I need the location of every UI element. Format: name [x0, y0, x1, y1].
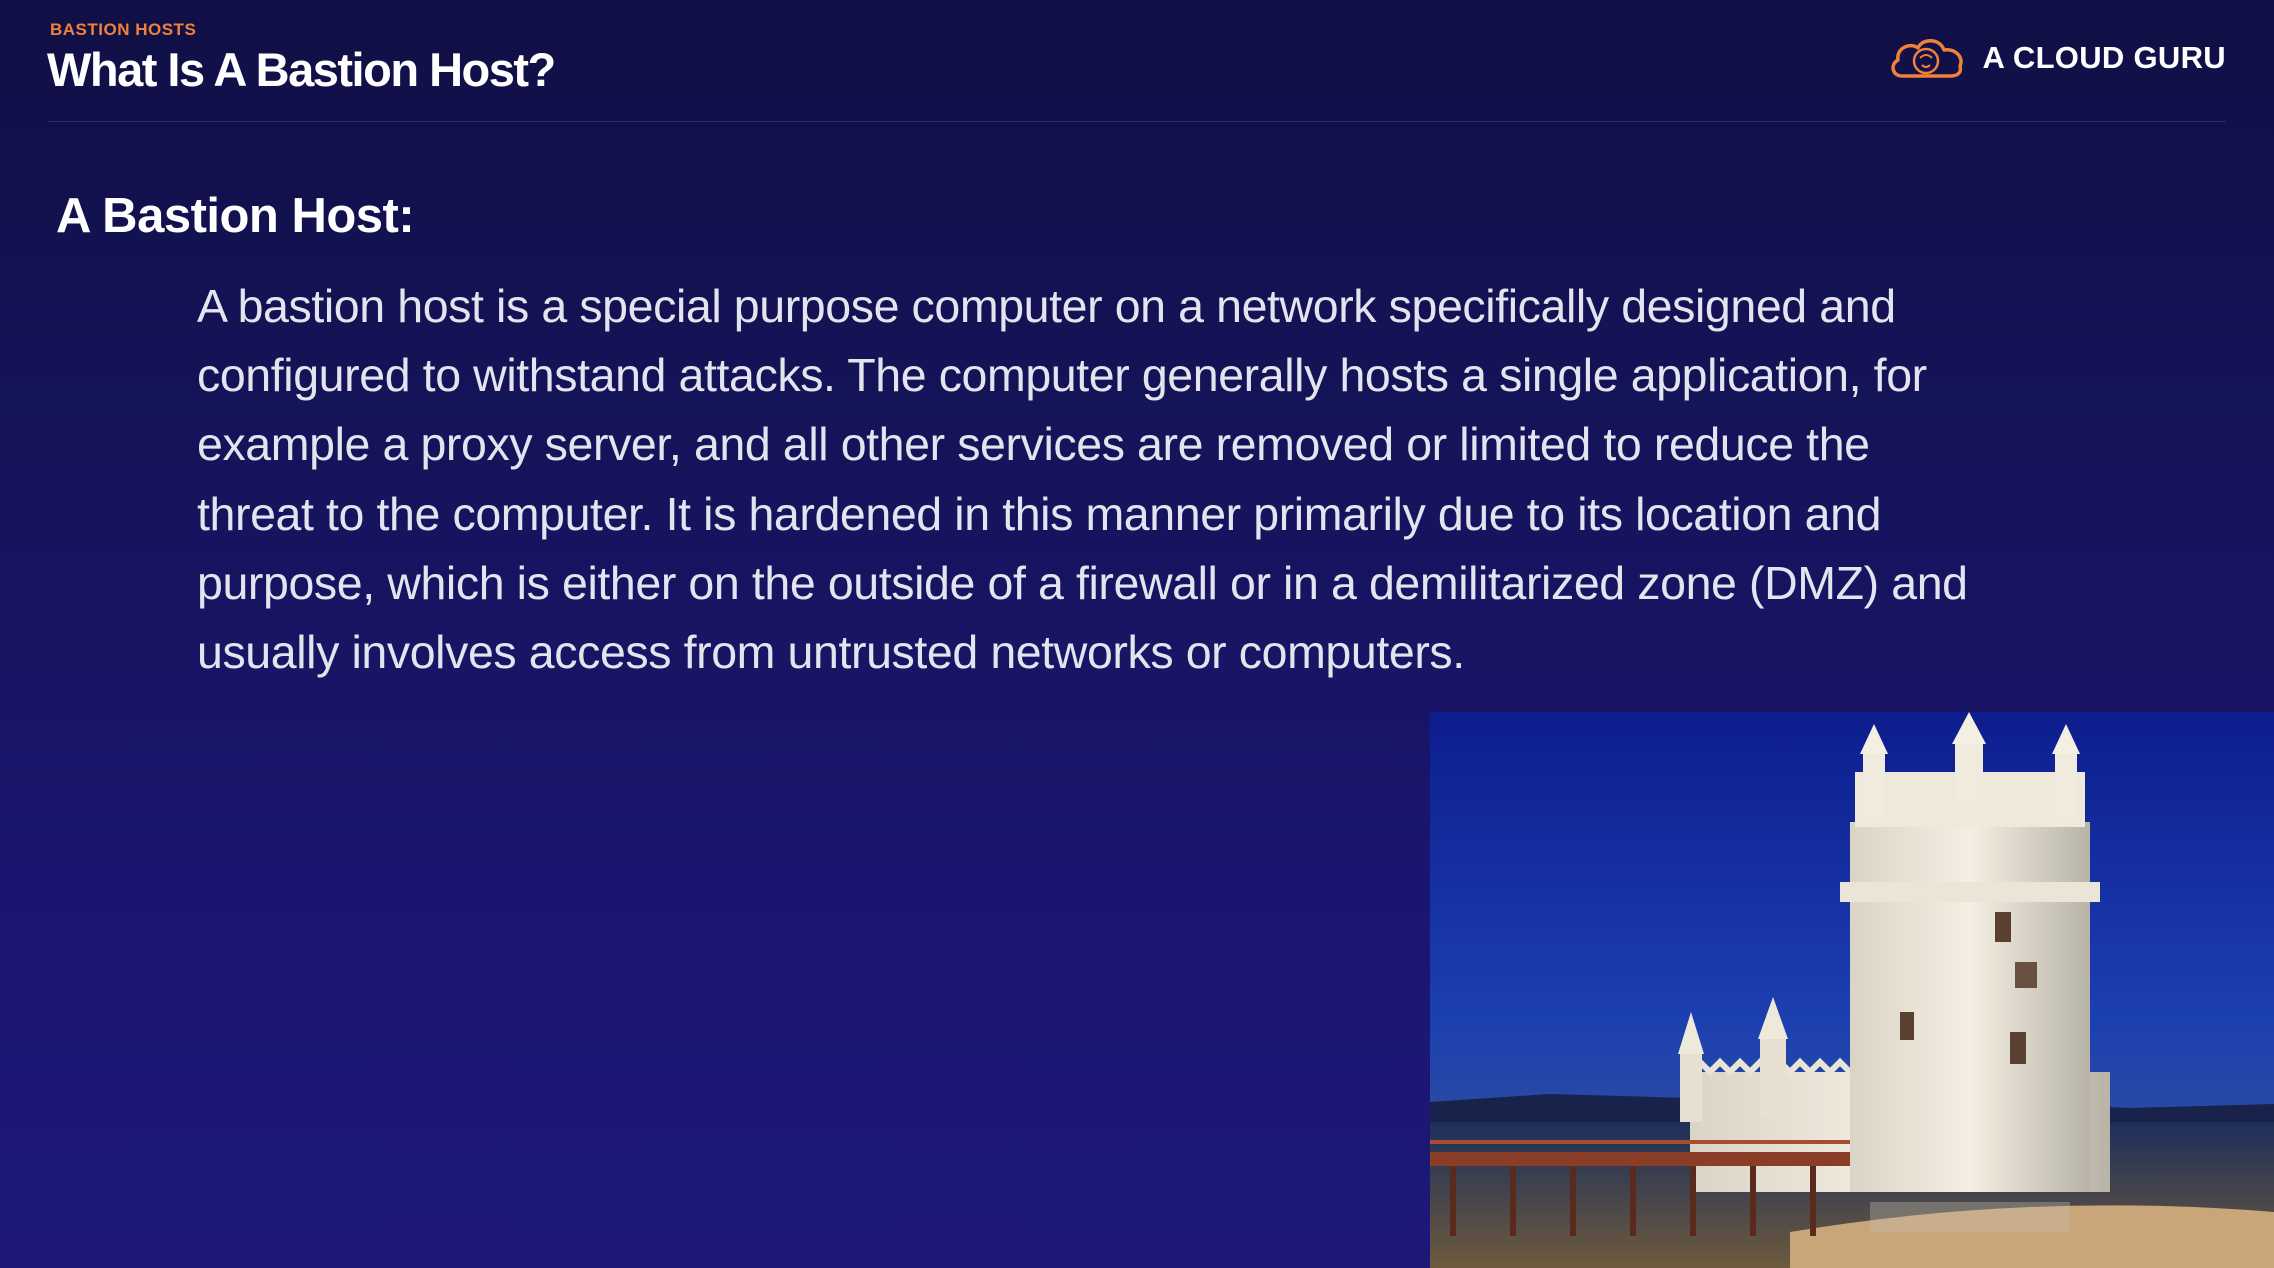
cloud-logo-icon [1891, 39, 1964, 78]
section-heading: A Bastion Host: [56, 189, 415, 243]
section-eyebrow: BASTION HOSTS [50, 20, 197, 39]
brand-logo: A CLOUD GURU [1888, 34, 2226, 82]
brand-name: A CLOUD GURU [1982, 40, 2226, 75]
definition-paragraph: A bastion host is a special purpose comp… [197, 280, 1968, 679]
castle-tower-photo [1430, 712, 2274, 1268]
page-title: What Is A Bastion Host? [47, 43, 556, 96]
header-divider [48, 121, 2226, 122]
